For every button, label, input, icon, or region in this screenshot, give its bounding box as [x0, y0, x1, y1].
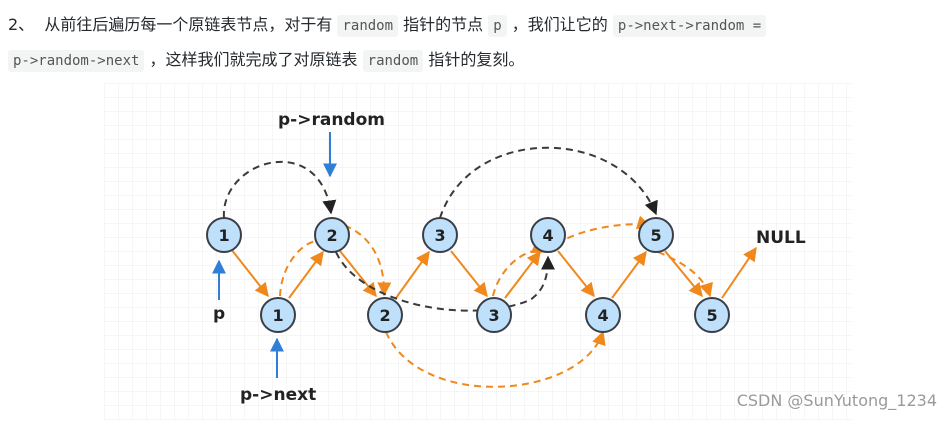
label-p-next: p->next [240, 385, 316, 405]
original-node: 4 [530, 217, 566, 253]
label-null: NULL [756, 228, 806, 248]
code-random-2: random [362, 50, 424, 72]
node-label: 1 [272, 306, 283, 325]
copy-random-arrow [657, 251, 713, 298]
grid-background [104, 83, 852, 420]
step-number: 2、 [8, 15, 35, 34]
original-random-arrows [222, 146, 658, 312]
desc-text-4: ，这样我们就完成了对原链表 [149, 50, 358, 69]
next-arrows [230, 246, 757, 299]
linked-list-diagram: 1 2 3 4 5 1 2 3 [104, 83, 852, 420]
pointer-arrows [212, 132, 337, 378]
code-random-1: random [337, 15, 399, 37]
copy-node: 2 [367, 297, 403, 333]
code-p: p [488, 15, 507, 37]
next-arrow [504, 250, 541, 299]
desc-text-3: ，我们让它的 [511, 15, 608, 34]
node-label: 3 [434, 226, 445, 245]
next-arrow [339, 250, 377, 298]
desc-text-5: 指针的复刻。 [428, 50, 525, 69]
desc-text-2: 指针的节点 [403, 15, 484, 34]
next-arrow [721, 246, 757, 299]
label-p-random: p->random [278, 110, 385, 130]
original-random-arrow [439, 146, 658, 219]
watermark: CSDN @SunYutong_1234 [736, 391, 937, 410]
original-node: 5 [638, 217, 674, 253]
next-arrow [557, 250, 595, 298]
copy-random-arrow [385, 330, 606, 388]
copy-random-arrow [332, 221, 392, 297]
next-arrow [395, 250, 430, 299]
node-label: 2 [326, 226, 337, 245]
node-label: 2 [379, 306, 390, 325]
original-list: 1 2 3 4 5 [206, 217, 674, 253]
node-label: 4 [597, 306, 608, 325]
original-node: 2 [314, 217, 350, 253]
step-description: 2、 从前往后遍历每一个原链表节点，对于有 random 指针的节点 p ，我们… [8, 8, 943, 78]
copy-node: 5 [694, 297, 730, 333]
label-p: p [213, 304, 225, 324]
node-label: 3 [488, 306, 499, 325]
next-arrow [288, 250, 324, 299]
copy-node: 3 [476, 297, 512, 333]
copy-list: 1 2 3 4 5 [260, 297, 730, 333]
node-label: 5 [650, 226, 661, 245]
copy-node: 4 [585, 297, 621, 333]
desc-text-1: 从前往后遍历每一个原链表节点，对于有 [44, 15, 333, 34]
node-label: 4 [542, 226, 553, 245]
node-label: 1 [218, 226, 229, 245]
original-node: 1 [206, 217, 242, 253]
code-random-next: p->random->next [8, 50, 145, 72]
original-node: 3 [422, 217, 458, 253]
copy-random-arrow [279, 238, 335, 297]
copy-node: 1 [260, 297, 296, 333]
next-arrow [230, 248, 269, 298]
next-arrow [450, 250, 488, 298]
next-arrow [611, 250, 647, 299]
original-random-arrow [335, 251, 555, 312]
node-label: 5 [706, 306, 717, 325]
code-next-random: p->next->random = [612, 15, 767, 37]
